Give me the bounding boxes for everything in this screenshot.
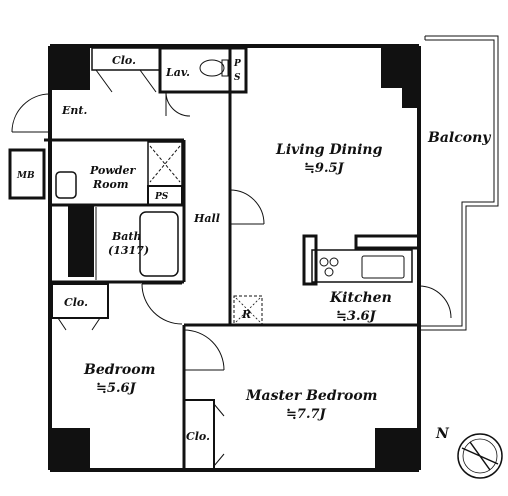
label-closet-top: Clo.: [112, 54, 136, 67]
label-north: N: [435, 426, 450, 442]
label-kitchen: Kitchen: [329, 290, 392, 306]
refrigerator-space: [233, 295, 263, 325]
bedroom-walls: [51, 283, 225, 471]
label-powder-2: Room: [92, 178, 128, 191]
label-ps-top-p: P: [233, 59, 241, 69]
label-meter-box: MB: [16, 171, 35, 181]
label-powder-1: Powder: [89, 164, 136, 177]
pillar-balcony-notch: [402, 88, 419, 108]
label-bath-2: (1317): [108, 244, 149, 257]
wall-bath-left: [68, 205, 94, 277]
compass-icon: [457, 433, 503, 479]
outer-walls: [48, 44, 421, 472]
entrance-area: [8, 92, 52, 282]
label-living-dining: Living Dining: [275, 142, 383, 158]
label-bedroom: Bedroom: [83, 362, 155, 378]
label-master-area: ≒7.7J: [286, 407, 327, 422]
label-kitchen-area: ≒3.6J: [336, 309, 377, 324]
label-bedroom-area: ≒5.6J: [96, 381, 137, 396]
pillar-bottom-right: [375, 428, 419, 470]
labels: Clo. Lav. P S Ent. MB Powder Room PS Bat…: [16, 54, 491, 443]
label-master-bedroom: Master Bedroom: [245, 388, 377, 404]
label-closet-bottom: Clo.: [186, 430, 210, 443]
pillar-top-right: [381, 46, 419, 88]
label-lavatory: Lav.: [165, 66, 190, 79]
label-refrigerator: R: [241, 308, 251, 321]
meter-box: [8, 148, 46, 200]
balcony: [418, 35, 499, 331]
pillar-bottom-left: [50, 428, 90, 470]
top-rooms: [91, 46, 248, 117]
pillars: [50, 46, 419, 470]
wet-area: [50, 138, 186, 284]
label-living-area: ≒9.5J: [304, 161, 345, 176]
label-entrance: Ent.: [61, 104, 87, 117]
label-ps-mid: PS: [154, 192, 169, 202]
label-ps-top-s: S: [234, 73, 241, 83]
label-hall: Hall: [193, 212, 220, 225]
label-closet-left: Clo.: [64, 296, 88, 309]
label-balcony: Balcony: [427, 130, 491, 146]
label-bath-1: Bath: [111, 230, 142, 243]
pillar-top-left: [50, 46, 90, 90]
kitchen-counter: [233, 234, 421, 325]
